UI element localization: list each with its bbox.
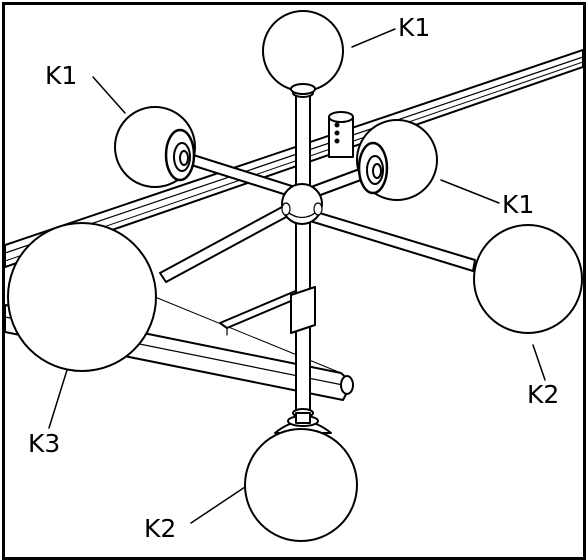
leader-lines: [48, 28, 546, 524]
globe-upper-left: [114, 106, 196, 188]
arm-lower-left: [159, 199, 302, 283]
globe-bottom: [244, 428, 358, 542]
label-k3-left: K3: [28, 429, 60, 458]
globe-top: [262, 10, 344, 95]
label-k1-upper-left: K1: [45, 61, 77, 90]
label-k2-bottom: K2: [144, 514, 176, 543]
label-k1-top: K1: [398, 13, 430, 42]
label-k2-right: K2: [527, 380, 559, 409]
wall-bracket: [328, 111, 354, 158]
globe-right: [473, 224, 583, 334]
chandelier-diagram: K1 K1 K1 K2 K3 K2: [5, 10, 583, 543]
globe-upper-right: [356, 119, 438, 201]
arm-right: [309, 210, 476, 272]
central-hub: [281, 183, 323, 225]
globe-left: [7, 222, 157, 372]
label-k1-right-mid: K1: [502, 190, 534, 219]
